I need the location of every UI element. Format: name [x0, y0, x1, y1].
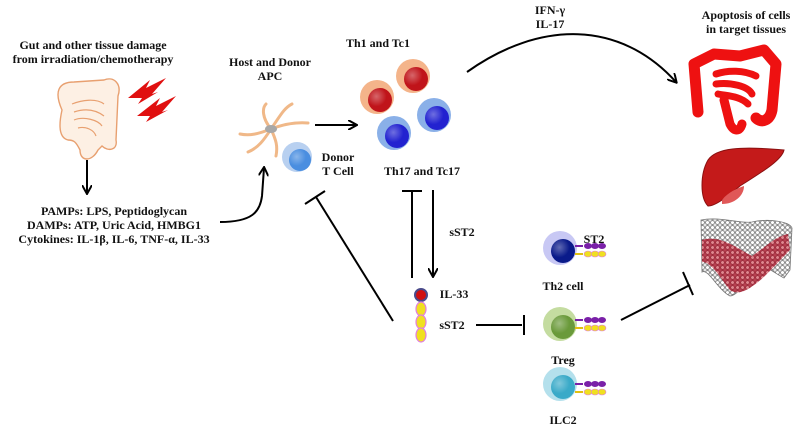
target-colon-icon	[688, 44, 782, 135]
th1-tc1-cell-icon	[360, 80, 394, 114]
th17-tc17-cell-icon	[377, 116, 411, 150]
inhibit-bar	[304, 190, 326, 205]
liver-icon	[701, 147, 785, 207]
ilc2-cell-icon	[543, 367, 577, 401]
inhibit-bar	[682, 271, 694, 296]
skin-tissue-icon	[700, 218, 793, 297]
th2-cell-icon	[543, 231, 577, 265]
apc-nucleus	[265, 125, 277, 133]
th17-tc17-cell-icon	[417, 98, 451, 132]
donor-t-cell-label: Donor T Cell	[321, 150, 355, 178]
treg-label: Treg	[551, 353, 575, 367]
inhibit-line-to-donor	[315, 196, 394, 322]
arrow-signals-to-apc	[219, 168, 264, 223]
sst2-complex-label: sST2	[439, 318, 465, 332]
th17-tc17-label: Th17 and Tc17	[383, 164, 461, 178]
sst2-arrow-label: sST2	[449, 225, 475, 239]
st2-receptor-icon	[575, 317, 607, 332]
apoptosis-label: Apoptosis of cells in target tissues	[701, 8, 791, 36]
st2-label: ST2	[583, 232, 605, 246]
th2-cell-label: Th2 cell	[542, 279, 584, 293]
apc-label: Host and Donor APC	[228, 55, 311, 83]
damage-signals-label: PAMPs: LPS, Peptidoglycan DAMPs: ATP, Ur…	[18, 204, 210, 246]
ilc2-label: ILC2	[549, 413, 577, 427]
st2-receptor-icon	[575, 243, 607, 258]
il33-label: IL-33	[439, 287, 469, 301]
inhibit-line-treg-to-target	[620, 284, 691, 321]
tissue-damage-label: Gut and other tissue damage from irradia…	[12, 38, 174, 66]
treg-cell-icon	[543, 307, 577, 341]
donor-t-cell-icon	[282, 142, 312, 172]
radiation-lightning-icon	[128, 78, 176, 122]
il33-sst2-complex-icon	[414, 288, 428, 343]
arrow-cytokines-to-target	[466, 33, 676, 82]
th1-tc1-label: Th1 and Tc1	[345, 36, 411, 50]
damaged-gut-icon	[57, 78, 120, 160]
st2-receptor-icon	[575, 381, 607, 396]
th1-tc1-cell-icon	[396, 59, 430, 93]
ifn-il17-label: IFN-γ IL-17	[534, 3, 566, 31]
